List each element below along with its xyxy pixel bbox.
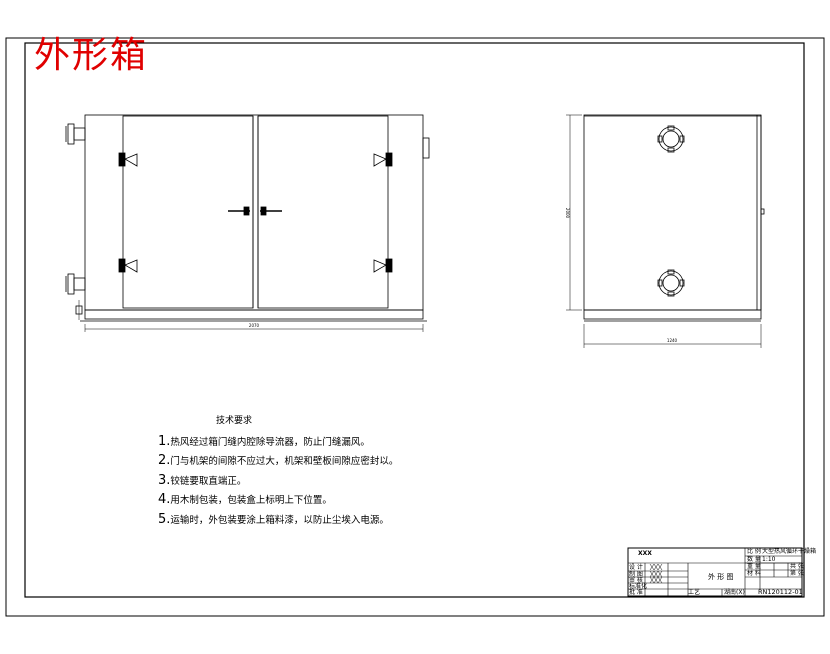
side-control-box: [422, 137, 430, 159]
note-item: 3.铰链要取直端正。: [158, 472, 247, 488]
right-door: [257, 115, 389, 309]
side-view: [566, 114, 765, 348]
title-block-sheet2: 第 张: [790, 570, 804, 577]
title-block-drawing-no: RN120112-01: [758, 588, 803, 596]
front-width-dimension: 2070: [249, 323, 260, 328]
title-block-company: 湖南(X): [724, 589, 745, 596]
hinge-bottom-right: [373, 258, 393, 273]
title-block-row-draw: 制 图: [629, 571, 643, 578]
title-block-label-weight: 重 量: [747, 563, 761, 570]
left-door: [122, 115, 254, 309]
title-block-scale: 1:10: [762, 556, 776, 563]
notes-heading: 技术要求: [216, 416, 253, 426]
title-block-row-design: 设 计: [629, 564, 643, 571]
lower-duct-port: [657, 269, 685, 297]
title-block-code: XXX: [638, 550, 652, 557]
inner-border: [24, 42, 805, 598]
side-base: [583, 309, 762, 320]
title-block-row-approve: 批 准: [629, 589, 643, 596]
lower-inlet-pipe: [65, 273, 86, 295]
note-item: 1.热风经过箱门缝内腔除导流器，防止门缝漏风。: [158, 433, 370, 449]
hinge-bottom-left: [118, 258, 138, 273]
hinge-top-left: [118, 152, 138, 167]
upper-inlet-pipe: [65, 123, 86, 145]
upper-duct-port: [657, 125, 685, 153]
side-body: [583, 114, 762, 311]
title-block-label-scale: 比 例: [747, 548, 761, 555]
hinge-top-right: [373, 152, 393, 167]
note-item: 4.用木制包装，包装盒上标明上下位置。: [158, 492, 332, 507]
title-block: [627, 547, 803, 597]
drawing-title: 外形箱: [34, 35, 149, 76]
cabinet-base: [84, 309, 424, 320]
side-height-dimension: 2000: [565, 208, 570, 219]
title-block-craft: 工艺: [688, 589, 701, 596]
title-block-part-name: 外 形 图: [708, 573, 734, 581]
door-handles: [228, 206, 282, 216]
title-block-row-check: 审 核: [629, 577, 643, 584]
title-block-label-material: 材 料: [747, 570, 761, 577]
outer-border: [5, 37, 825, 617]
title-block-product: 大型热风循环干燥箱: [762, 548, 817, 555]
side-width-dimension: 1240: [667, 338, 678, 343]
front-view: [65, 114, 430, 332]
cabinet-body: [84, 114, 424, 311]
title-block-row-std: 标准化: [629, 583, 648, 590]
title-block-sheet: 共 张: [790, 563, 804, 570]
note-item: 5.运输时，外包装要涂上箱料漆，以防止尘埃入电源。: [158, 511, 389, 527]
technical-requirements: 技术要求 1.热风经过箱门缝内腔除导流器，防止门缝漏风。 2.门与机架的间隙不应…: [158, 412, 398, 530]
note-item: 2.门与机架的间隙不应过大，机架和壁板间隙应密封以。: [158, 453, 399, 468]
title-block-label-qty: 数 量: [747, 556, 761, 563]
